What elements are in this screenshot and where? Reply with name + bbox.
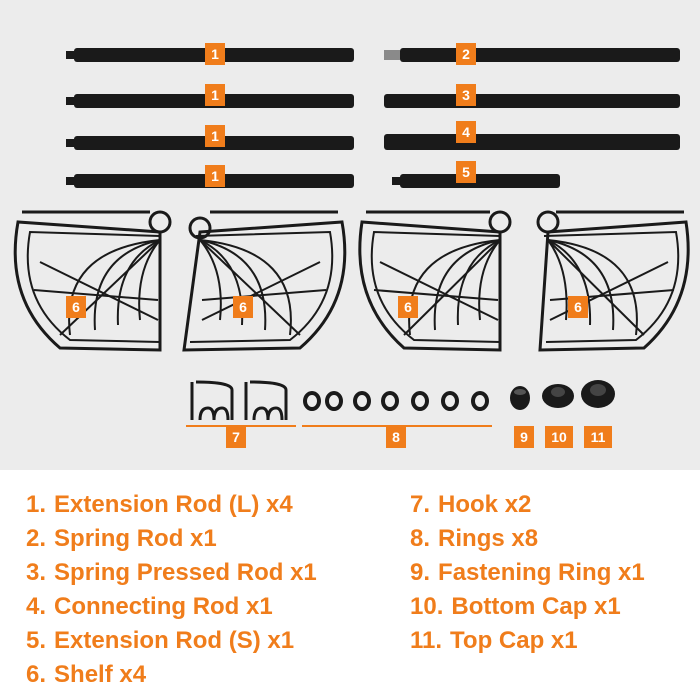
badge-spring-rod: 2 (456, 43, 476, 65)
rings (303, 391, 489, 411)
legend-item: 8. Rings x8 (410, 522, 645, 556)
legend-item: 2. Spring Rod x1 (26, 522, 317, 556)
hook-1 (190, 380, 234, 421)
legend-item: 4. Connecting Rod x1 (26, 590, 317, 624)
legend-number: 10. (410, 593, 444, 620)
parts-photo: 1 1 1 1 2 3 4 5 6 6 6 6 7 8 9 10 11 (0, 0, 700, 470)
badge-shelf-2: 6 (233, 296, 253, 318)
hook-2 (244, 380, 288, 421)
legend-number: 4. (26, 593, 47, 620)
legend-label: Shelf x4 (54, 661, 147, 688)
legend-label: Fastening Ring x1 (438, 559, 645, 586)
badge-extension-rod-long-1: 1 (205, 43, 225, 65)
spring-rod (384, 48, 680, 62)
connecting-rod (384, 134, 680, 150)
badge-shelf-1: 6 (66, 296, 86, 318)
fastening-ring (510, 386, 530, 410)
legend-number: 3. (26, 559, 47, 586)
legend-item: 10. Bottom Cap x1 (410, 590, 645, 624)
corner-shelf-4 (536, 210, 690, 352)
legend-column-left: 1. Extension Rod (L) x4 2. Spring Rod x1 3… (26, 488, 317, 692)
badge-connecting-rod: 4 (456, 121, 476, 143)
badge-extension-rod-long-2: 1 (205, 84, 225, 106)
legend-number: 9. (410, 559, 431, 586)
legend-column-right: 7. Hook x2 8. Rings x8 9. Fastening Ring x1… (410, 488, 645, 658)
legend-label: Spring Rod x1 (54, 525, 217, 552)
badge-extension-rod-long-4: 1 (205, 165, 225, 187)
extension-rod-short (392, 174, 560, 188)
badge-shelf-4: 6 (568, 296, 588, 318)
parts-illustration (13, 48, 690, 427)
legend-label: Extension Rod (L) x4 (54, 491, 293, 518)
top-cap (581, 380, 615, 408)
legend-item: 3. Spring Pressed Rod x1 (26, 556, 317, 590)
legend-number: 11. (410, 627, 443, 654)
legend-number: 7. (410, 491, 431, 518)
legend-item: 1. Extension Rod (L) x4 (26, 488, 317, 522)
legend-item: 7. Hook x2 (410, 488, 645, 522)
badge-extension-rod-long-3: 1 (205, 125, 225, 147)
badge-shelf-3: 6 (398, 296, 418, 318)
legend-label: Connecting Rod x1 (54, 593, 273, 620)
badge-hook: 7 (226, 426, 246, 448)
legend-label: Spring Pressed Rod x1 (54, 559, 317, 586)
parts-legend: 1. Extension Rod (L) x4 2. Spring Rod x1 3… (0, 470, 700, 700)
legend-number: 2. (26, 525, 47, 552)
legend-number: 5. (26, 627, 47, 654)
legend-label: Top Cap x1 (450, 627, 578, 654)
legend-item: 11. Top Cap x1 (410, 624, 645, 658)
legend-item: 6. Shelf x4 (26, 658, 317, 692)
corner-shelf-3 (358, 210, 512, 352)
legend-label: Extension Rod (S) x1 (54, 627, 295, 654)
badge-bottom-cap: 10 (545, 426, 573, 448)
spring-pressed-rod (384, 94, 680, 108)
corner-shelf-1 (13, 210, 172, 352)
legend-number: 1. (26, 491, 47, 518)
legend-number: 8. (410, 525, 431, 552)
corner-shelf-2 (182, 210, 347, 352)
legend-label: Rings x8 (438, 525, 539, 552)
legend-item: 5. Extension Rod (S) x1 (26, 624, 317, 658)
legend-label: Bottom Cap x1 (451, 593, 621, 620)
badge-rings: 8 (386, 426, 406, 448)
legend-number: 6. (26, 661, 47, 688)
legend-item: 9. Fastening Ring x1 (410, 556, 645, 590)
badge-top-cap: 11 (584, 426, 612, 448)
badge-spring-pressed-rod: 3 (456, 84, 476, 106)
bottom-cap (542, 384, 574, 408)
legend-label: Hook x2 (438, 491, 532, 518)
badge-fastening-ring: 9 (514, 426, 534, 448)
badge-extension-rod-short: 5 (456, 161, 476, 183)
